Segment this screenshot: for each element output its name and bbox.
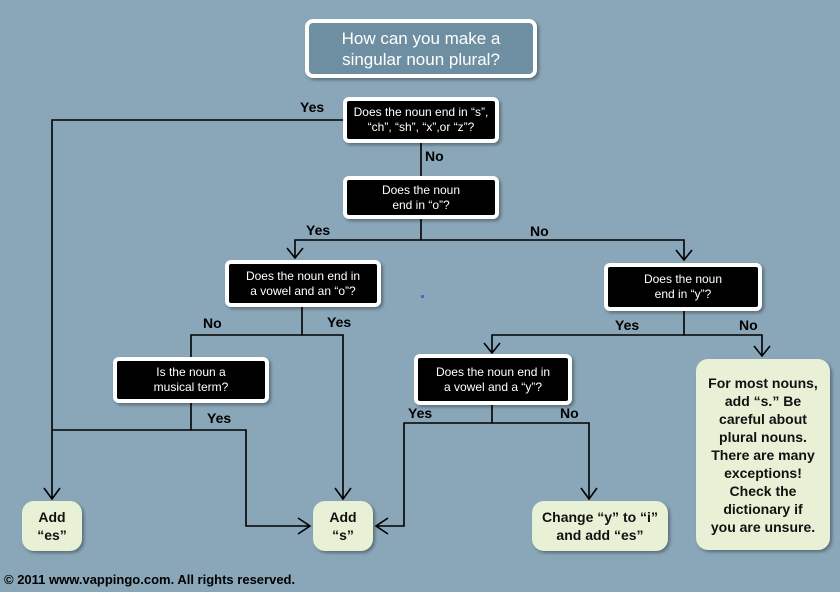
label-q6-no: No xyxy=(560,405,579,421)
question-vowel-and-y: Does the noun end in a vowel and a “y”? xyxy=(414,354,572,405)
page-title: How can you make a singular noun plural? xyxy=(305,19,537,78)
arrowhead-add-s-top xyxy=(334,487,352,501)
arrowhead-q4 xyxy=(675,249,693,262)
arrowhead-q3 xyxy=(286,247,304,260)
connector-q2-no xyxy=(421,239,685,260)
arrowhead-add-es xyxy=(43,487,61,501)
label-q4-yes: Yes xyxy=(615,317,640,333)
connector-q5-yes xyxy=(52,403,192,431)
connector-q6-split xyxy=(376,405,493,527)
label-q1-no: No xyxy=(425,148,444,164)
answer-add-s: Add “s” xyxy=(313,501,373,551)
label-q4-no: No xyxy=(739,317,758,333)
answer-add-es: Add “es” xyxy=(22,501,82,551)
question-musical-term: Is the noun a musical term? xyxy=(113,357,269,403)
answer-change-y: Change “y” to “i” and add “es” xyxy=(532,501,668,551)
connector-q4-split xyxy=(491,311,685,352)
connector-q1-yes xyxy=(51,119,343,498)
label-q2-yes: Yes xyxy=(306,222,331,238)
question-ends-in-y: Does the noun end in “y”? xyxy=(604,263,762,311)
label-q2-no: No xyxy=(530,223,549,239)
label-q3-yes: Yes xyxy=(327,314,352,330)
answer-most-nouns: For most nouns, add “s.” Be careful abou… xyxy=(696,359,830,550)
connector-q5-yes-add-s xyxy=(191,429,310,527)
label-q3-no: No xyxy=(203,315,222,331)
label-q5-yes: Yes xyxy=(207,410,232,426)
label-q1-yes: Yes xyxy=(300,99,325,115)
arrowhead-add-s-left xyxy=(297,517,312,535)
stray-dot xyxy=(421,295,424,298)
label-q6-yes: Yes xyxy=(408,405,433,421)
question-vowel-and-o: Does the noun end in a vowel and an “o”? xyxy=(225,260,381,307)
arrowhead-add-s-right xyxy=(374,517,389,535)
question-ends-in-o: Does the noun end in “o”? xyxy=(343,176,499,219)
connector-q4-no xyxy=(684,334,763,356)
connector-q3-split xyxy=(190,307,303,357)
question-ends-in-s: Does the noun end in “s”, “ch”, “sh”, “x… xyxy=(343,97,499,143)
connector-q2-split xyxy=(294,219,422,258)
arrowhead-q6 xyxy=(483,342,501,355)
connector-q3-yes xyxy=(302,334,344,498)
copyright-notice: © 2011 www.vappingo.com. All rights rese… xyxy=(4,572,296,587)
arrowhead-change-y xyxy=(580,487,598,501)
connector-q6-no xyxy=(492,422,590,498)
arrowhead-most-nouns xyxy=(753,345,771,358)
